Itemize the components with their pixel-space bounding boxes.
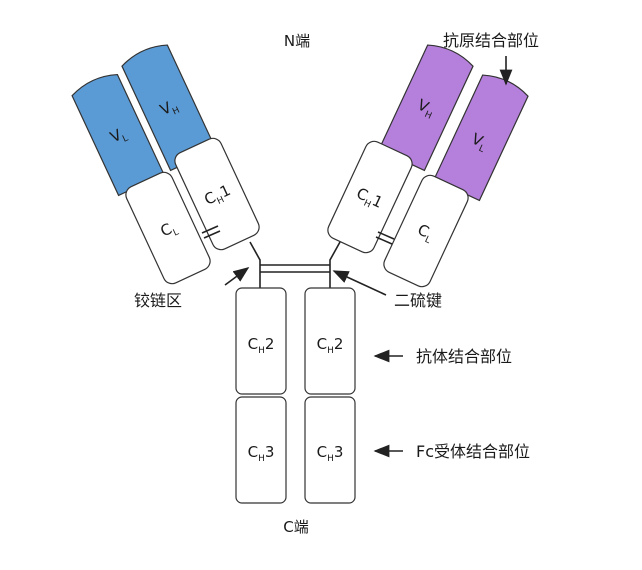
left-ch2-domain: CH2 (235, 287, 287, 395)
left-vl-domain: VL (71, 73, 165, 197)
right-vl-domain: VL (433, 74, 529, 202)
right-light-heavy-disulfide (377, 231, 395, 240)
right-vh-label: VH (413, 96, 437, 122)
hinge-arrow (224, 267, 250, 286)
left-ch1-domain: CH1 (174, 137, 260, 251)
fc-site-label: Fc受体结合部位 (416, 442, 530, 461)
left-cl-domain: CL (125, 171, 211, 285)
left-ch3-domain: CH3 (235, 396, 287, 504)
c-terminus-label: C端 (283, 518, 308, 536)
hinge-label: 铰链区 (134, 291, 182, 310)
left-ch2-label: CH2 (248, 335, 275, 356)
antigen-site-label: 抗原结合部位 (443, 31, 539, 50)
left-light-heavy-disulfide (201, 225, 219, 234)
n-terminus-label: N端 (284, 32, 310, 50)
left-ch3-label: CH3 (248, 443, 275, 464)
right-ch1-domain: CH1 (327, 140, 413, 254)
left-vh-domain: VH (121, 44, 217, 172)
left-hinge-line (249, 241, 261, 288)
right-ch2-label: CH2 (317, 335, 344, 356)
right-vl-label: VL (468, 130, 491, 155)
disulfide-arrow (332, 270, 387, 296)
right-vh-domain: VH (378, 44, 474, 172)
right-ch3-domain: CH3 (304, 396, 356, 504)
right-light-heavy-disulfide-2 (375, 236, 393, 245)
right-hinge-line (329, 241, 341, 288)
right-ch2-domain: CH2 (304, 287, 356, 395)
right-ch3-label: CH3 (317, 443, 344, 464)
right-cl-label: CL (413, 220, 436, 246)
left-light-heavy-disulfide-2 (203, 230, 221, 239)
hinge-region (249, 241, 341, 288)
right-cl-domain: CL (383, 174, 469, 288)
antibody-site-label: 抗体结合部位 (416, 347, 512, 366)
disulfide-label: 二硫键 (394, 291, 442, 310)
